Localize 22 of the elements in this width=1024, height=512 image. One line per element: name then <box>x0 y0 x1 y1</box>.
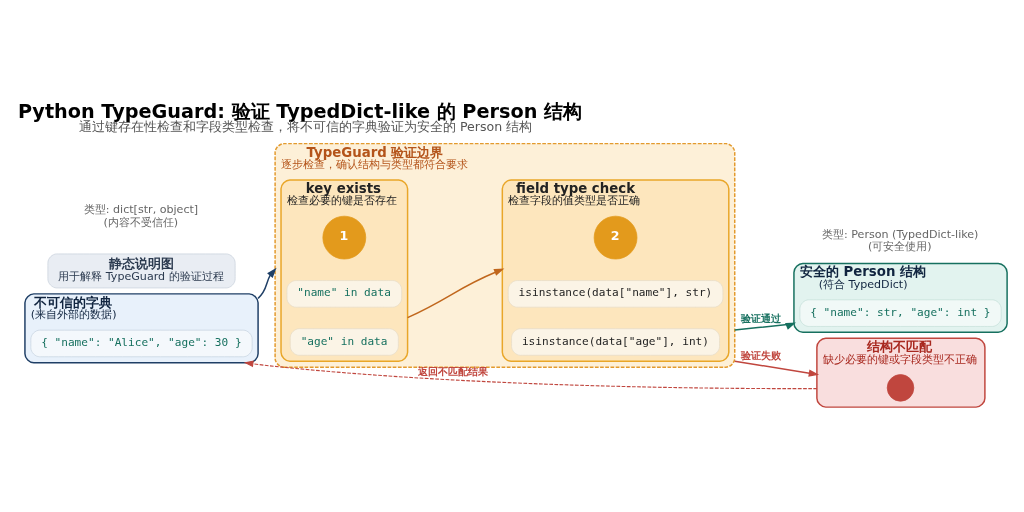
node-box: "age" in data <box>289 327 399 356</box>
node-circle: 1 <box>322 215 366 259</box>
node-box: { "name": "Alice", "age": 30 } <box>30 329 253 357</box>
edge-label: 验证失败 <box>740 348 781 361</box>
node-label: (可安全使用) <box>867 239 932 253</box>
cluster: 结构不匹配 缺少必要的键或字段类型不正确 <box>815 337 986 408</box>
node-box: { "name": str, "age": int } <box>799 298 1002 327</box>
arrow <box>733 359 819 377</box>
arrow <box>733 321 796 331</box>
node-circle: 2 <box>593 215 637 259</box>
node-label: (内容不受信任) <box>102 215 178 229</box>
node-box: 静态说明图 用于解释 TypeGuard 的验证过程 <box>47 253 235 288</box>
node-label: 类型: dict[str, object] <box>83 202 198 216</box>
arrow <box>256 267 277 299</box>
arrow <box>406 268 504 318</box>
node-circle <box>886 373 914 402</box>
arrow <box>243 359 817 389</box>
node-box: isinstance(data["age"], int) <box>510 327 720 356</box>
node-label: 类型: Person (TypedDict-like) <box>821 227 978 241</box>
node-box: "name" in data <box>286 279 402 308</box>
node-box: isinstance(data["name"], str) <box>507 279 723 308</box>
edge-label: 验证通过 <box>740 311 781 324</box>
